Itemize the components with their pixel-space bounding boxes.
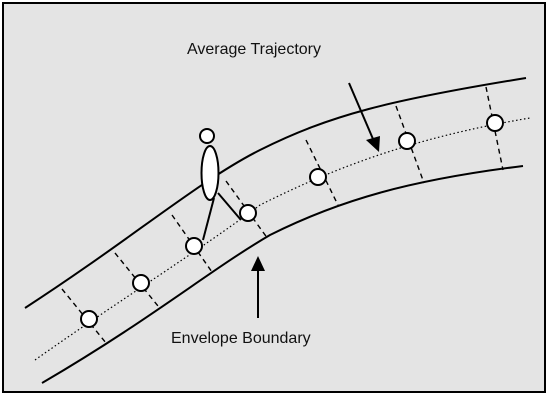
cross-section-line [171,214,213,273]
pedestrian-head [199,128,215,144]
pedestrian-leg [217,192,242,221]
pedestrian-leg [202,197,215,241]
trajectory-point [486,114,504,132]
pedestrian-body [200,145,220,201]
pedestrian-figure [199,128,242,241]
arrow-head [251,256,265,271]
trajectory-point [185,237,203,255]
trajectory-point [309,168,327,186]
average-trajectory-line [34,117,531,361]
trajectory-point [132,274,150,292]
trajectory-markers [80,114,504,328]
envelope-boundary-label: Envelope Boundary [171,330,311,347]
average-trajectory-label: Average Trajectory [187,41,321,58]
average-trajectory-pointer [348,82,380,152]
cross-section-line [225,180,269,240]
arrow-head [366,136,380,152]
envelope-upper-boundary [24,77,527,309]
arrow-shaft [348,82,374,140]
cross-section-line [61,288,107,344]
envelope-lower-boundary [41,165,524,384]
trajectory-point [398,132,416,150]
trajectory-point [239,204,257,222]
trajectory-point [80,310,98,328]
cross-section-line [114,252,159,307]
envelope-boundary-pointer [251,256,265,318]
